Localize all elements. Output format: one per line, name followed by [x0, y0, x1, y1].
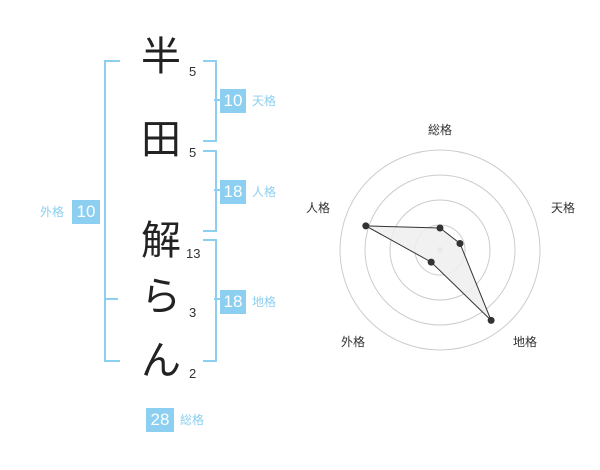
- name-char-3: 解: [141, 218, 181, 264]
- radar-point-2: [456, 240, 464, 248]
- radar-ring-2: [389, 199, 491, 301]
- radar-point-3: [487, 316, 495, 324]
- gaikaku-value: 10: [72, 200, 100, 224]
- jinkaku-label: 人格: [252, 185, 277, 199]
- radar-axis-label-soukaku: 総格: [428, 122, 452, 137]
- tenkaku-bracket: [203, 60, 217, 142]
- radar-point-5: [362, 222, 370, 230]
- tenkaku-value: 10: [220, 89, 246, 113]
- radar-ring-3: [364, 174, 516, 326]
- chikaku-bracket-tick: [214, 298, 220, 300]
- chikaku-bracket: [203, 239, 217, 362]
- chikaku-value: 18: [220, 290, 246, 314]
- radar-point-4: [427, 258, 435, 266]
- stroke-count-5: 2: [189, 366, 197, 381]
- radar-point-1: [436, 224, 444, 232]
- radar-polygon: [365, 225, 492, 321]
- jinkaku-bracket-tick: [214, 189, 220, 191]
- radar-axis-label-tenkaku: 天格: [551, 200, 575, 215]
- stroke-count-4: 3: [189, 305, 197, 320]
- radar-axis-label-jinkaku: 人格: [306, 200, 330, 215]
- radar-axis-label-chikaku: 地格: [513, 334, 537, 349]
- jinkaku-bracket: [203, 150, 217, 232]
- stroke-count-2: 5: [189, 145, 197, 160]
- tenkaku-label: 天格: [252, 94, 277, 108]
- stroke-count-3: 13: [186, 246, 201, 261]
- stroke-count-1: 5: [189, 64, 197, 79]
- jinkaku-value: 18: [220, 180, 246, 204]
- name-char-1: 半: [141, 34, 181, 80]
- name-char-2: 田: [141, 117, 181, 163]
- soukaku-value: 28: [146, 408, 174, 432]
- gaikaku-bracket-tick: [104, 298, 118, 300]
- chikaku-label: 地格: [252, 295, 277, 309]
- radar-axis-label-gaikaku: 外格: [341, 334, 365, 349]
- name-char-4: ら: [141, 274, 181, 320]
- soukaku-label: 総格: [180, 413, 205, 427]
- name-char-5: ん: [141, 338, 181, 384]
- tenkaku-bracket-tick: [214, 99, 220, 101]
- gaikaku-bracket: [104, 60, 120, 362]
- gaikaku-label: 外格: [40, 205, 65, 219]
- radar-ring-4: [339, 149, 541, 351]
